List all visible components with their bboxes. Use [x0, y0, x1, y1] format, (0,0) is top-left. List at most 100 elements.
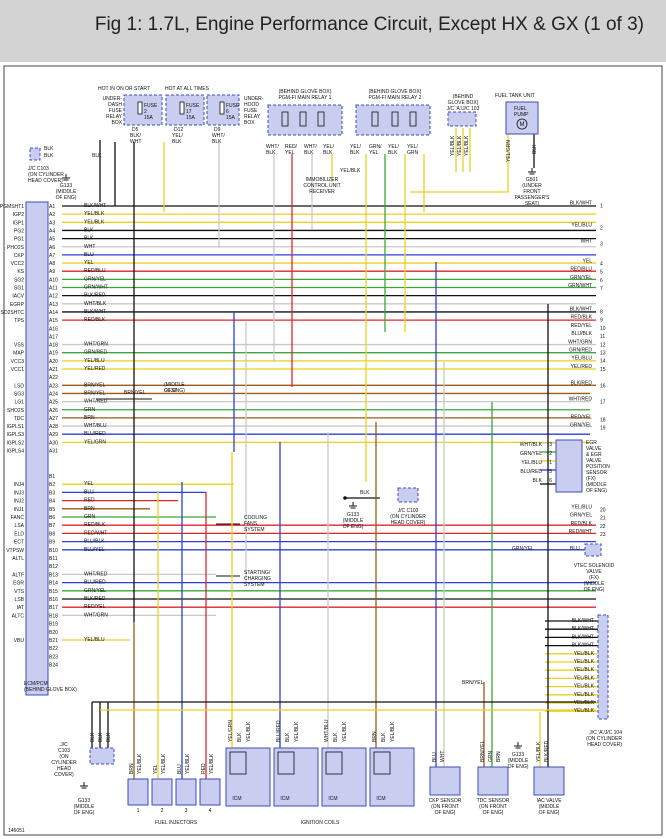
ecm-pin-number: A9	[49, 269, 55, 275]
ecm-wire-label: GRN/RED	[84, 350, 107, 356]
fuse-name: FUSE	[186, 103, 200, 109]
tdc-sensor-wire: GRN	[488, 751, 494, 763]
bottom-jc-label: HEAD	[57, 766, 71, 772]
ecm-pin-number: A25	[49, 400, 58, 406]
main-relay-2	[355, 104, 431, 136]
fuse-rating: 15A	[186, 115, 196, 121]
pump-motor-symbol	[516, 118, 528, 130]
ecm-pin-number: B17	[49, 605, 58, 611]
relay-coil	[281, 111, 289, 127]
coil-wire-label: YEL/GRN	[228, 720, 234, 742]
egr-valve-label: VALVE	[586, 458, 602, 464]
cooling-fans-label: FANS	[244, 521, 258, 527]
right-wire-number: 20	[600, 508, 606, 514]
ecm-pin-name: VCC1	[11, 367, 25, 373]
ecm-pin-number: B18	[49, 613, 58, 619]
icm-label: ICM	[232, 796, 241, 802]
relay2-wire-label: GRN	[407, 150, 419, 156]
relay2-wire-label: BLK	[388, 150, 398, 156]
ecm-wire-label: BLK/RED	[84, 596, 106, 602]
right-wire-label: RED/WHT	[569, 529, 592, 535]
tdc-sensor-wire: BRN/YEL	[480, 740, 486, 762]
ecm-pin-number: B6	[49, 515, 55, 521]
right-wire-label: GRN/YEL	[570, 275, 592, 281]
g501-note: SEAT)	[525, 201, 540, 207]
mid-g133-note: OF ENG)	[343, 524, 364, 530]
right-wire-number: 21	[600, 516, 606, 522]
fuel-pump-inner: FUEL	[514, 106, 527, 112]
behind-glove-label: (BEHIND	[453, 94, 474, 100]
coil-winding	[325, 751, 343, 775]
underdash-label: DASH	[108, 102, 122, 108]
fuse-wire-color: BLK/	[130, 133, 141, 139]
ecm-pin-number: A10	[49, 277, 58, 283]
g133-note-wire: BRN/YEL	[124, 390, 146, 396]
ecm-pin-number: A24	[49, 391, 58, 397]
jc104-wire-label: YEL/BLK	[574, 651, 595, 657]
injector-wire-label: BRN	[129, 763, 135, 774]
ecm-pin-name: MAP	[13, 351, 25, 357]
relay1-wire-label: YEL	[285, 150, 295, 156]
egr-wire-label: WHT/BLK	[520, 442, 543, 448]
right-wire-number: 4	[600, 262, 603, 268]
bottom-jc-label: (ON	[59, 754, 69, 760]
ecm-pin-number: B24	[49, 663, 58, 669]
right-wire-number: 23	[600, 532, 606, 538]
ecm-pin-number: A8	[49, 261, 55, 267]
ecm-pin-name: IGP1	[13, 220, 25, 226]
fuse-element	[219, 101, 225, 115]
ecm-pin-name: ALTC	[12, 613, 25, 619]
fuel-injector	[127, 778, 149, 806]
vtec-label: (FX)	[589, 575, 599, 581]
right-wire-number: 16	[600, 384, 606, 390]
right-wire-number: 14	[600, 359, 606, 365]
injector-wire-label: YEL	[153, 764, 159, 774]
relay2-wire-label: GRN/	[369, 144, 382, 150]
coil-wire-label: YEL/BLK	[342, 721, 348, 742]
right-wire-number: 6	[600, 278, 603, 284]
fuel-pump-inner: PUMP	[514, 112, 529, 118]
ecm-wire-label: YEL/BLU	[84, 358, 105, 364]
right-wire-number: 5	[600, 270, 603, 276]
bottom-g133-note: OF ENG)	[74, 810, 95, 816]
underdash-label: UNDER-	[103, 96, 123, 102]
underhood-label: RELAY	[244, 114, 261, 120]
main-relay-1	[267, 104, 343, 136]
relay-coil	[317, 111, 325, 127]
ecm-pin-name: IGPLS1	[6, 424, 24, 430]
ecm-pin-number: B15	[49, 589, 58, 595]
jc-a-103	[447, 111, 477, 127]
injector-wire-label: RED	[201, 763, 207, 774]
egr-valve-label: EGR	[586, 440, 597, 446]
iac-valve	[533, 766, 565, 796]
ecm-pin-name: VBU	[14, 638, 25, 644]
ecm-wire-label: BLU/BLK	[84, 539, 105, 545]
bottom-brn-yel: BRN/YEL	[462, 680, 484, 686]
hot-label-2: HOT AT ALL TIMES	[165, 86, 210, 92]
ecm-wire-label: WHT	[84, 244, 95, 250]
right-wire-number: 15	[600, 367, 606, 373]
vtec-wire-1: GRN/YEL	[512, 546, 534, 552]
bottom-g133-label: G133	[78, 798, 90, 804]
bottom-jc-label: J/C	[60, 742, 68, 748]
bottom-jc-c103	[89, 747, 115, 765]
right-wire-number: 17	[600, 400, 606, 406]
injector-wire-label: BLU	[177, 764, 183, 774]
behind-glove-label: GLOVE BOX)	[448, 100, 479, 106]
jc-c103-top-label: J/C C103	[28, 166, 49, 172]
ecm-label: ECM/PCM	[24, 681, 48, 687]
jc103-wire: YEL/BLK	[457, 135, 463, 156]
g501-note: PASSENGER'S	[514, 195, 550, 201]
ecm-wire-label: GRN	[84, 514, 96, 520]
coil-wire-label: BRN	[372, 731, 378, 742]
tdc-sensor-label: OF ENG)	[483, 810, 504, 816]
ecm-pin-number: B12	[49, 564, 58, 570]
right-wire-label: RED/BLK	[571, 521, 593, 527]
ecm-label: (BEHIND GLOVE BOX)	[24, 687, 77, 693]
right-wire-label: YEL/BLU	[571, 356, 592, 362]
ecm-wire-label: BRN	[84, 506, 95, 512]
ckp-sensor-wire: WHT	[440, 751, 446, 762]
ecm-wire-label: BRN	[84, 415, 95, 421]
fuel-injector	[151, 778, 173, 806]
figure-title: Fig 1: 1.7L, Engine Performance Circuit,…	[94, 14, 644, 35]
